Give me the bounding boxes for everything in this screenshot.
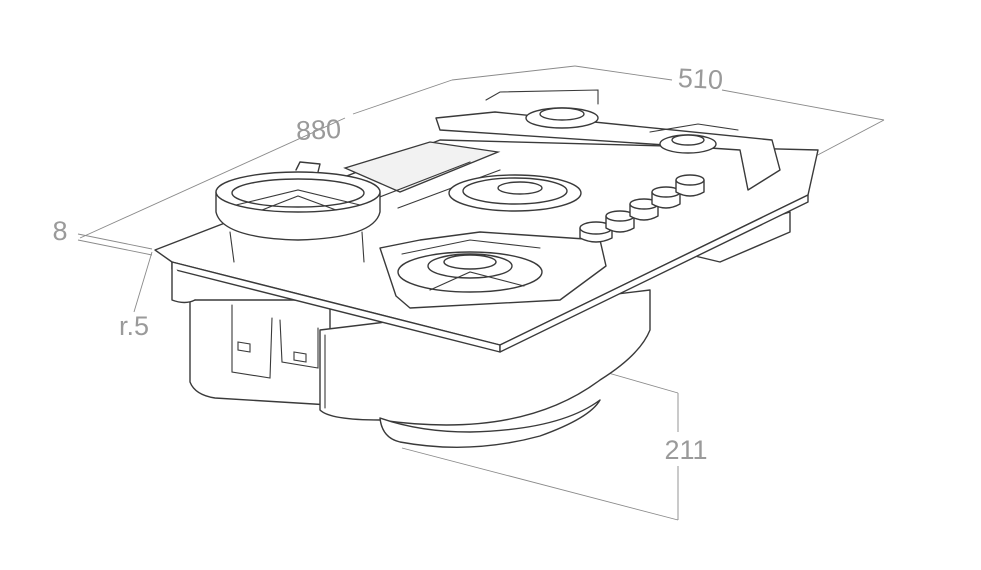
wok-stand-tab xyxy=(295,161,321,173)
dim-line-radius xyxy=(133,251,153,313)
front-burner-cap xyxy=(443,254,497,270)
glass-divider-lines xyxy=(371,161,501,209)
rear-grate xyxy=(435,89,781,191)
dim-line-width-b xyxy=(574,65,673,81)
center-burner-cap xyxy=(497,181,543,195)
dim-line-width-d xyxy=(811,119,885,159)
dim-line-width-a xyxy=(451,65,576,81)
center-burner xyxy=(448,174,582,212)
dimension-label-depth: 211 xyxy=(664,435,707,465)
front-grate-bars xyxy=(401,239,541,291)
wok-stand-opening xyxy=(231,178,365,208)
rear-burner-right-cap xyxy=(671,134,705,146)
glass-left-corner xyxy=(171,261,196,304)
front-grate xyxy=(379,231,607,309)
dim-line-thickness-b xyxy=(77,239,153,256)
dimension-label-radius: r.5 xyxy=(119,311,149,341)
wok-support-bars xyxy=(235,189,361,211)
left-housing-detail xyxy=(231,304,319,379)
housing-base-ring xyxy=(379,399,601,448)
dim-line-length-a xyxy=(79,117,346,239)
wok-stand xyxy=(215,161,381,263)
knob[interactable] xyxy=(605,210,635,233)
rear-grate-bars xyxy=(485,89,739,133)
dimension-label-width: 510 xyxy=(677,63,724,95)
knob[interactable] xyxy=(629,198,659,221)
wok-stand-legs xyxy=(229,231,365,263)
dimension-labels: 880 510 8 r.5 211 xyxy=(52,63,723,465)
rear-burner-left-cap xyxy=(539,107,585,121)
knob[interactable] xyxy=(579,221,613,243)
dim-line-depth-bottom xyxy=(401,447,679,521)
knob[interactable] xyxy=(675,174,705,197)
griddle-plate xyxy=(343,141,501,193)
knob[interactable] xyxy=(651,186,681,209)
glass-side-edge xyxy=(499,194,809,353)
dimension-lines xyxy=(77,65,885,521)
dim-line-width-c xyxy=(721,89,885,121)
dimension-label-thickness: 8 xyxy=(52,216,67,246)
dimension-label-length: 880 xyxy=(295,114,342,146)
control-knobs xyxy=(579,174,705,243)
dim-line-thickness-a xyxy=(77,233,153,250)
connector-detail xyxy=(237,341,307,363)
dim-line-length-b xyxy=(352,79,453,115)
left-housing-box xyxy=(189,299,331,406)
